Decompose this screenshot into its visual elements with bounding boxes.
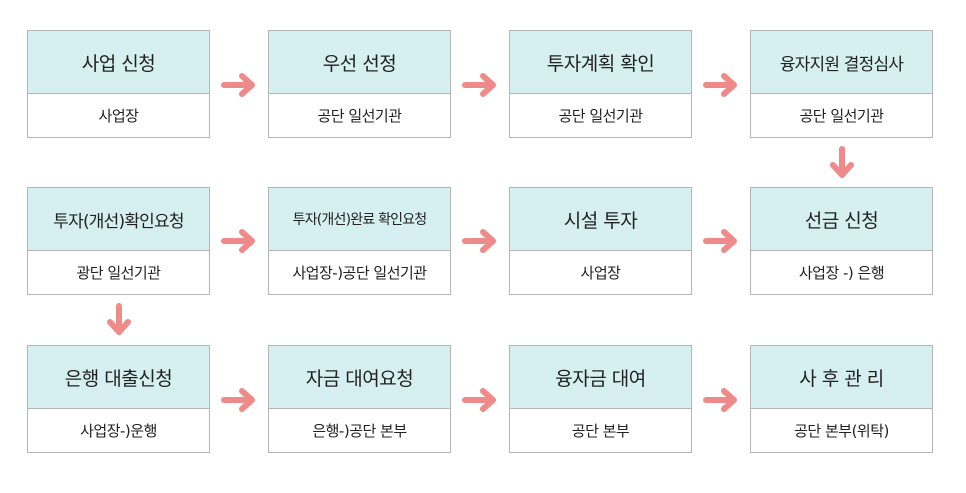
step-box-12: 사 후 관 리 공단 본부(위탁) [750, 345, 933, 453]
step-agency: 사업장 -) 은행 [798, 264, 885, 282]
arrow-right-icon [703, 387, 739, 413]
step-agency: 사업장-)운행 [80, 422, 157, 440]
step-title: 시설 투자 [510, 188, 691, 251]
step-box-5: 투자(개선)확인요청 광단 일선기관 [27, 187, 210, 295]
step-title: 사 후 관 리 [751, 346, 932, 409]
step-agency: 공단 본부(위탁) [794, 422, 889, 440]
step-box-7: 시설 투자 사업장 [509, 187, 692, 295]
arrow-right-icon [221, 228, 257, 254]
step-agency: 사업장-)공단 일선기관 [292, 264, 427, 282]
step-agency: 공단 일선기관 [799, 107, 884, 125]
step-box-10: 자금 대여요청 은행-)공단 본부 [268, 345, 451, 453]
step-box-1: 사업 신청 사업장 [27, 30, 210, 138]
arrow-right-icon [221, 72, 257, 98]
step-title: 자금 대여요청 [269, 346, 450, 409]
arrow-right-icon [703, 228, 739, 254]
step-box-8: 선금 신청 사업장 -) 은행 [750, 187, 933, 295]
step-box-3: 투자계획 확인 공단 일선기관 [509, 30, 692, 138]
step-title: 사업 신청 [28, 31, 209, 94]
step-agency: 공단 본부 [571, 422, 630, 440]
step-agency: 공단 일선기관 [558, 107, 643, 125]
step-title: 투자(개선)완료 확인요청 [269, 188, 450, 251]
step-box-11: 융자금 대여 공단 본부 [509, 345, 692, 453]
step-title: 은행 대출신청 [28, 346, 209, 409]
step-title: 우선 선정 [269, 31, 450, 94]
step-box-2: 우선 선정 공단 일선기관 [268, 30, 451, 138]
step-title: 융자금 대여 [510, 346, 691, 409]
step-box-6: 투자(개선)완료 확인요청 사업장-)공단 일선기관 [268, 187, 451, 295]
step-agency: 광단 일선기관 [76, 264, 161, 282]
step-agency: 공단 일선기관 [317, 107, 402, 125]
arrow-right-icon [462, 387, 498, 413]
step-title: 선금 신청 [751, 188, 932, 251]
arrow-down-icon [829, 146, 855, 180]
arrow-right-icon [703, 72, 739, 98]
step-title: 투자(개선)확인요청 [28, 188, 209, 251]
step-box-4: 융자지원 결정심사 공단 일선기관 [750, 30, 933, 138]
step-title: 융자지원 결정심사 [751, 31, 932, 94]
arrow-right-icon [221, 387, 257, 413]
arrow-down-icon [106, 303, 132, 337]
step-box-9: 은행 대출신청 사업장-)운행 [27, 345, 210, 453]
arrow-right-icon [462, 228, 498, 254]
arrow-right-icon [462, 72, 498, 98]
step-agency: 은행-)공단 본부 [312, 422, 407, 440]
step-agency: 사업장 [98, 107, 139, 125]
step-title: 투자계획 확인 [510, 31, 691, 94]
step-agency: 사업장 [580, 264, 621, 282]
